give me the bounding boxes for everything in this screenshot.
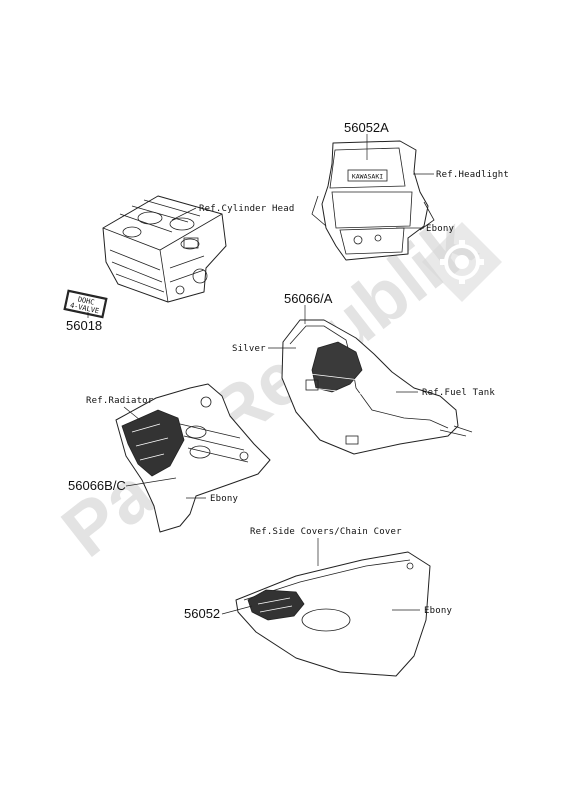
callout-ref-radiator: Ref.Radiator — [86, 396, 154, 406]
gear-icon — [422, 222, 502, 302]
callout-tank-silver: Silver — [232, 344, 266, 354]
side-cover — [235, 551, 431, 677]
labels: 56052A Ref.Headlight Ebony Ref.Cylinder … — [66, 120, 509, 621]
callout-ref-cylinder-head: Ref.Cylinder Head — [199, 204, 295, 214]
part-number-56018: 56018 — [66, 318, 102, 333]
part-number-56052: 56052 — [184, 606, 220, 621]
callout-radiator-ebony: Ebony — [210, 494, 238, 504]
badge-line1: DOHC — [77, 295, 95, 306]
cylinder-head — [102, 195, 227, 303]
callout-ref-headlight: Ref.Headlight — [436, 170, 509, 180]
headlight-cowl: KAWASAKI — [311, 140, 435, 261]
callout-headlight-ebony: Ebony — [426, 224, 454, 234]
fuel-tank — [281, 319, 473, 455]
leader-lines — [87, 134, 434, 615]
callout-ref-side-covers: Ref.Side Covers/Chain Cover — [250, 527, 402, 537]
part-number-56052a: 56052A — [344, 120, 389, 135]
callout-ref-fuel-tank: Ref.Fuel Tank — [422, 388, 495, 398]
radiator-shroud — [115, 383, 271, 533]
dohc-4-valve-badge: DOHC 4-VALVE — [63, 289, 108, 319]
headlight-badge-text: KAWASAKI — [352, 173, 383, 181]
part-number-56066b-c: 56066B/C — [68, 478, 126, 493]
callout-side-cover-ebony: Ebony — [424, 606, 452, 616]
part-number-56066-a: 56066/A — [284, 291, 333, 306]
